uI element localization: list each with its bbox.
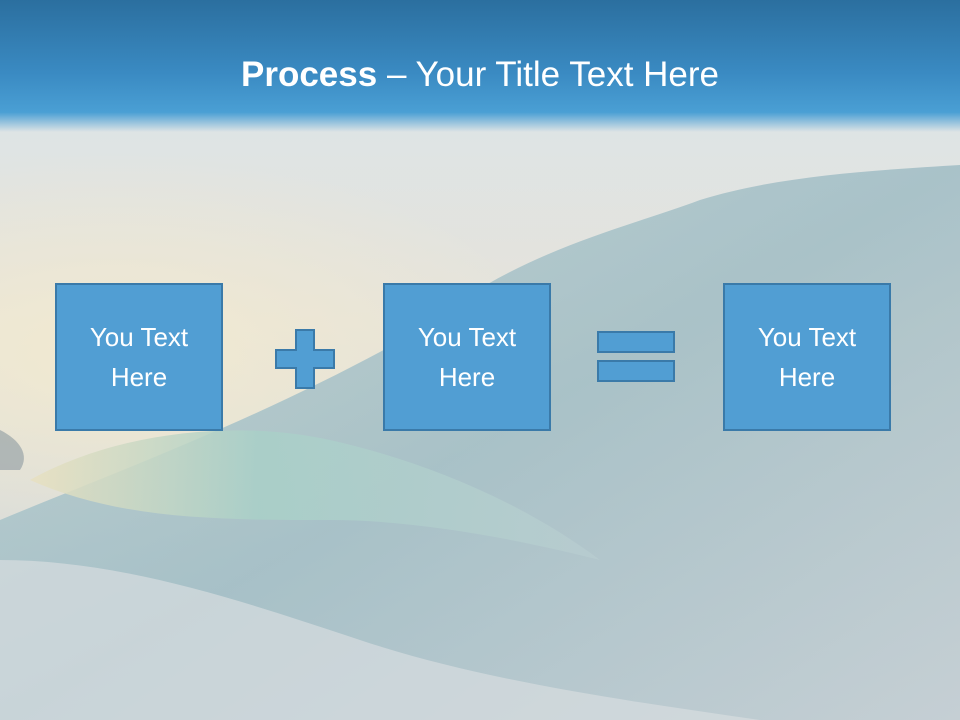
equals-icon	[597, 331, 675, 382]
title-bold: Process	[241, 55, 378, 94]
title-rest: Your Title Text Here	[415, 55, 720, 94]
process-box-2-text: You Text Here	[417, 322, 517, 392]
process-box-1-text: You Text Here	[89, 322, 189, 392]
title-bar	[0, 0, 960, 132]
process-box-3[interactable]: You Text Here	[723, 283, 891, 431]
process-box-2[interactable]: You Text Here	[383, 283, 551, 431]
process-box-3-text: You Text Here	[757, 322, 857, 392]
title-dash: –	[377, 55, 416, 94]
plus-icon	[275, 329, 335, 389]
process-box-1[interactable]: You Text Here	[55, 283, 223, 431]
slide-title: Process – Your Title Text Here	[0, 52, 960, 98]
